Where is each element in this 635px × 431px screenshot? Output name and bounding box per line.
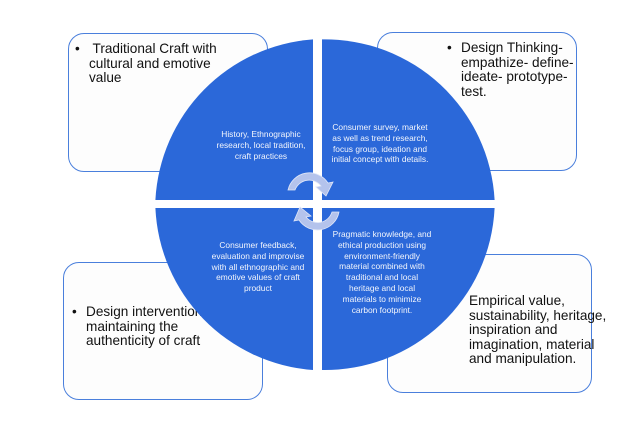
cycle-arrow-lower-icon — [293, 206, 340, 231]
outer-box-text: Design intervention maintaining the auth… — [72, 304, 246, 349]
quadrant-top-left — [155, 39, 313, 201]
outer-box-text: Empirical value, sustainability, heritag… — [455, 293, 619, 367]
quadrant-text-bottom-right: Pragmatic knowledge, and ethical product… — [332, 229, 432, 315]
quadrant-bottom-left — [155, 208, 313, 370]
quadrant-text-bottom-left: Consumer feedback, evaluation and improv… — [211, 240, 305, 294]
outer-box-text: Traditional Craft with cultural and emot… — [75, 41, 219, 86]
quadrant-text-top-right: Consumer survey, market as well as trend… — [331, 122, 429, 165]
cycle-arrow-upper-icon — [287, 172, 334, 197]
quadrant-text-top-left: History, Ethnographic research, local tr… — [216, 129, 306, 161]
quadrant-top-right — [322, 39, 495, 201]
quadrant-bottom-right — [322, 208, 495, 371]
outer-box-design-intervention: Design intervention maintaining the auth… — [63, 262, 263, 400]
outer-box-text: Design Thinking- empathize- define- idea… — [447, 40, 591, 99]
